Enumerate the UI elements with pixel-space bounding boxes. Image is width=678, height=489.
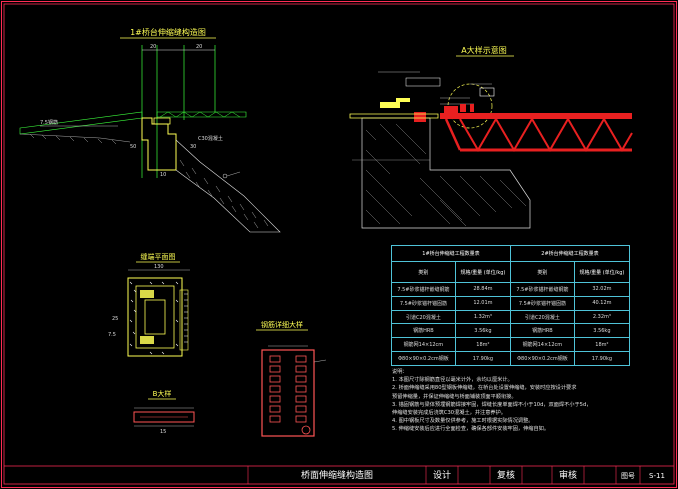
plan-view-title: 缝端平面图: [141, 252, 176, 261]
table-cell: Φ80×90×0.2cm钢板: [509, 351, 575, 366]
table-caption-left: 1#桥台伸缩缝工程数量表: [391, 244, 511, 263]
table-cell: 7.5#砂浆锚杆锚固筋: [509, 295, 575, 311]
sheet-number: S-11: [649, 472, 665, 480]
table-cell: 引道C20混凝土: [509, 309, 575, 325]
rebar-detail-view: 钢筋详细大样: [256, 320, 327, 437]
note-line: 1. 本图尺寸除钢筋直径以毫米计外，余均以厘米计。: [392, 377, 513, 384]
note-line: 5. 伸缩缝安装后应进行全面检查，确保各部件安装牢固，伸缩自如。: [392, 426, 550, 433]
dim-d4: 10: [160, 172, 166, 178]
table-cell: 12.01m: [454, 295, 511, 311]
inner-frame: [3, 3, 675, 485]
table-cell: 钢筋网14×12cm: [391, 337, 456, 353]
label-left-note: 7.5钢筋: [40, 119, 58, 126]
table-cell: Φ80×90×0.2cm钢板: [391, 351, 456, 366]
table-cell: 7.5#砂浆锚杆锚固筋: [391, 295, 456, 311]
table-cell: 32.02m: [573, 281, 631, 297]
table-cell: 钢筋HRB: [391, 323, 456, 339]
check-label: 复核: [496, 471, 515, 481]
table-row: 7.5#砂浆锚杆锚固筋 12.01m 7.5#砂浆锚杆锚固筋 40.12m: [391, 295, 631, 311]
notes-heading: 说明：: [392, 369, 408, 375]
table-cell: 40.12m: [573, 295, 631, 311]
table-cell: 钢筋HRB: [509, 323, 575, 339]
dim-d6: 25: [112, 316, 118, 322]
big-sample-title: A大样示意图: [461, 45, 506, 55]
table-cell: 7.5#砂浆锚杆嵌缝钢筋: [391, 281, 456, 297]
table-header: 类别: [391, 261, 456, 283]
small-detail-view: B大样 15: [133, 389, 195, 435]
joint-detail-title: 1#桥台伸缩缝构造图: [130, 27, 206, 37]
note-line: 3. 锚固钢筋与梁体预埋钢筋焊接牢固，焊缝长度单面焊不小于10d，双面焊不小于5…: [392, 401, 592, 408]
table-cell: 17.90kg: [454, 351, 511, 366]
dim-d1: 20: [150, 44, 156, 50]
table-cell: 17.90kg: [573, 351, 631, 366]
joint-detail-view: 1#桥台伸缩缝构造图 20 20 50 10 30 7.5钢筋 C30混凝土: [19, 27, 281, 233]
note-line: 2. 桥面伸缩缝采用80型钢板伸缩缝，在桥台处设置伸缩缝，安装时应按设计要求: [392, 385, 577, 392]
label-mid-note: C30混凝土: [198, 135, 223, 142]
table-cell: 28.84m: [454, 281, 511, 297]
dim-d5: 30: [190, 144, 196, 150]
table-cell: 2.32m³: [573, 309, 631, 325]
review-label: 审核: [558, 471, 577, 481]
table-cell: 7.5#砂浆锚杆嵌缝钢筋: [509, 281, 575, 297]
small-detail-title: B大样: [153, 389, 172, 398]
quantity-table: 1#桥台伸缩缝工程数量表 2#桥台伸缩缝工程数量表 类别 规格/重量 (单位/k…: [391, 244, 631, 366]
notes-block: 说明： 1. 本图尺寸除钢筋直径以毫米计外，余均以厘米计。 2. 桥面伸缩缝采用…: [392, 368, 632, 434]
table-header: 类别: [509, 261, 575, 283]
big-sample-view: A大样示意图: [349, 45, 633, 229]
table-cell: 钢筋网14×12cm: [509, 337, 575, 353]
dim-d7: 130: [154, 264, 164, 270]
note-line: 伸缩缝安装完成后浇筑C30混凝土，并注意养护。: [392, 410, 506, 417]
table-cell: 1.32m³: [454, 309, 511, 325]
table-cell: 18m²: [454, 337, 511, 353]
plan-view: 缝端平面图 130 25 7.5: [108, 252, 190, 357]
table-cell: 3.56kg: [573, 323, 631, 339]
title-block-frame: [4, 465, 674, 484]
table-caption-right: 2#桥台伸缩缝工程数量表: [509, 244, 631, 263]
sheet-label: 图号: [621, 472, 635, 480]
table-row: 引道C20混凝土 1.32m³ 引道C20混凝土 2.32m³: [391, 309, 631, 325]
dim-d2: 20: [196, 44, 202, 50]
drawing-title: 桥面伸缩缝构造图: [300, 471, 373, 481]
table-cell: 引道C20混凝土: [391, 309, 456, 325]
dim-d9: 7.5: [108, 332, 116, 338]
table-header: 规格/重量 (单位/kg): [454, 261, 511, 283]
note-line: 4. 图中钢板尺寸及数量仅供参考，施工时根据实际情况调整。: [392, 418, 534, 425]
table-row: 7.5#砂浆锚杆嵌缝钢筋 28.84m 7.5#砂浆锚杆嵌缝钢筋 32.02m: [391, 281, 631, 297]
dim-d8: 15: [160, 429, 166, 435]
note-line: 预留伸缩量，并保证伸缩缝与桥面铺装顶面平顺衔接。: [392, 393, 517, 400]
table-row: Φ80×90×0.2cm钢板 17.90kg Φ80×90×0.2cm钢板 17…: [391, 351, 631, 366]
dim-d3: 50: [130, 144, 136, 150]
design-label: 设计: [432, 471, 451, 481]
rebar-detail-title: 钢筋详细大样: [261, 320, 303, 329]
table-row: 钢筋HRB 3.56kg 钢筋HRB 3.56kg: [391, 323, 631, 339]
table-cell: 18m²: [573, 337, 631, 353]
table-header: 规格/重量 (单位/kg): [573, 261, 631, 283]
table-row: 钢筋网14×12cm 18m² 钢筋网14×12cm 18m²: [391, 337, 631, 353]
table-cell: 3.56kg: [454, 323, 511, 339]
